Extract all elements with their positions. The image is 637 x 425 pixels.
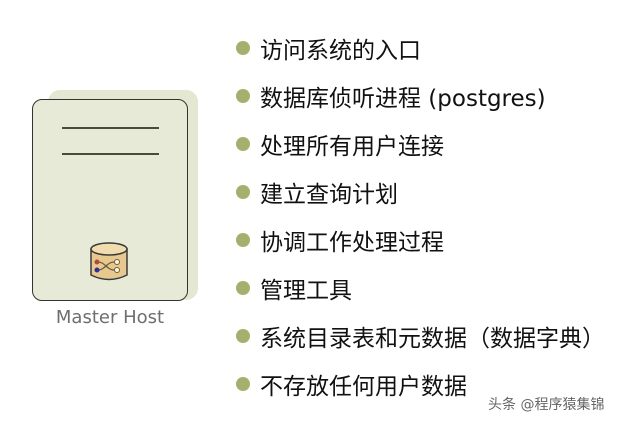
- bullet-dot-icon: [236, 185, 250, 199]
- list-item-text: 系统目录表和元数据（数据字典）: [260, 326, 605, 352]
- host-line: [62, 127, 159, 129]
- feature-list: 访问系统的入口 数据库侦听进程 (postgres) 处理所有用户连接 建立查询…: [236, 24, 605, 408]
- list-item: 不存放任何用户数据: [236, 360, 605, 408]
- list-item-text: 不存放任何用户数据: [260, 374, 467, 400]
- bullet-dot-icon: [236, 329, 250, 343]
- master-host-card: [32, 99, 188, 301]
- list-item: 协调工作处理过程: [236, 216, 605, 264]
- list-item-text: 数据库侦听进程 (postgres): [260, 86, 546, 112]
- list-item-text: 处理所有用户连接: [260, 134, 444, 160]
- list-item: 处理所有用户连接: [236, 120, 605, 168]
- list-item: 数据库侦听进程 (postgres): [236, 72, 605, 120]
- list-item-text: 协调工作处理过程: [260, 230, 444, 256]
- list-item: 建立查询计划: [236, 168, 605, 216]
- bullet-dot-icon: [236, 137, 250, 151]
- list-item-text: 访问系统的入口: [260, 38, 421, 64]
- list-item: 系统目录表和元数据（数据字典）: [236, 312, 605, 360]
- watermark: 头条 @程序猿集锦: [488, 397, 605, 413]
- list-item: 管理工具: [236, 264, 605, 312]
- host-line: [62, 153, 159, 155]
- bullet-dot-icon: [236, 377, 250, 391]
- bullet-dot-icon: [236, 233, 250, 247]
- list-item-text: 管理工具: [260, 278, 352, 304]
- database-icon: [90, 242, 128, 281]
- bullet-dot-icon: [236, 41, 250, 55]
- bullet-dot-icon: [236, 281, 250, 295]
- list-item-text: 建立查询计划: [260, 182, 398, 208]
- list-item: 访问系统的入口: [236, 24, 605, 72]
- bullet-dot-icon: [236, 89, 250, 103]
- host-label: Master Host: [55, 307, 165, 328]
